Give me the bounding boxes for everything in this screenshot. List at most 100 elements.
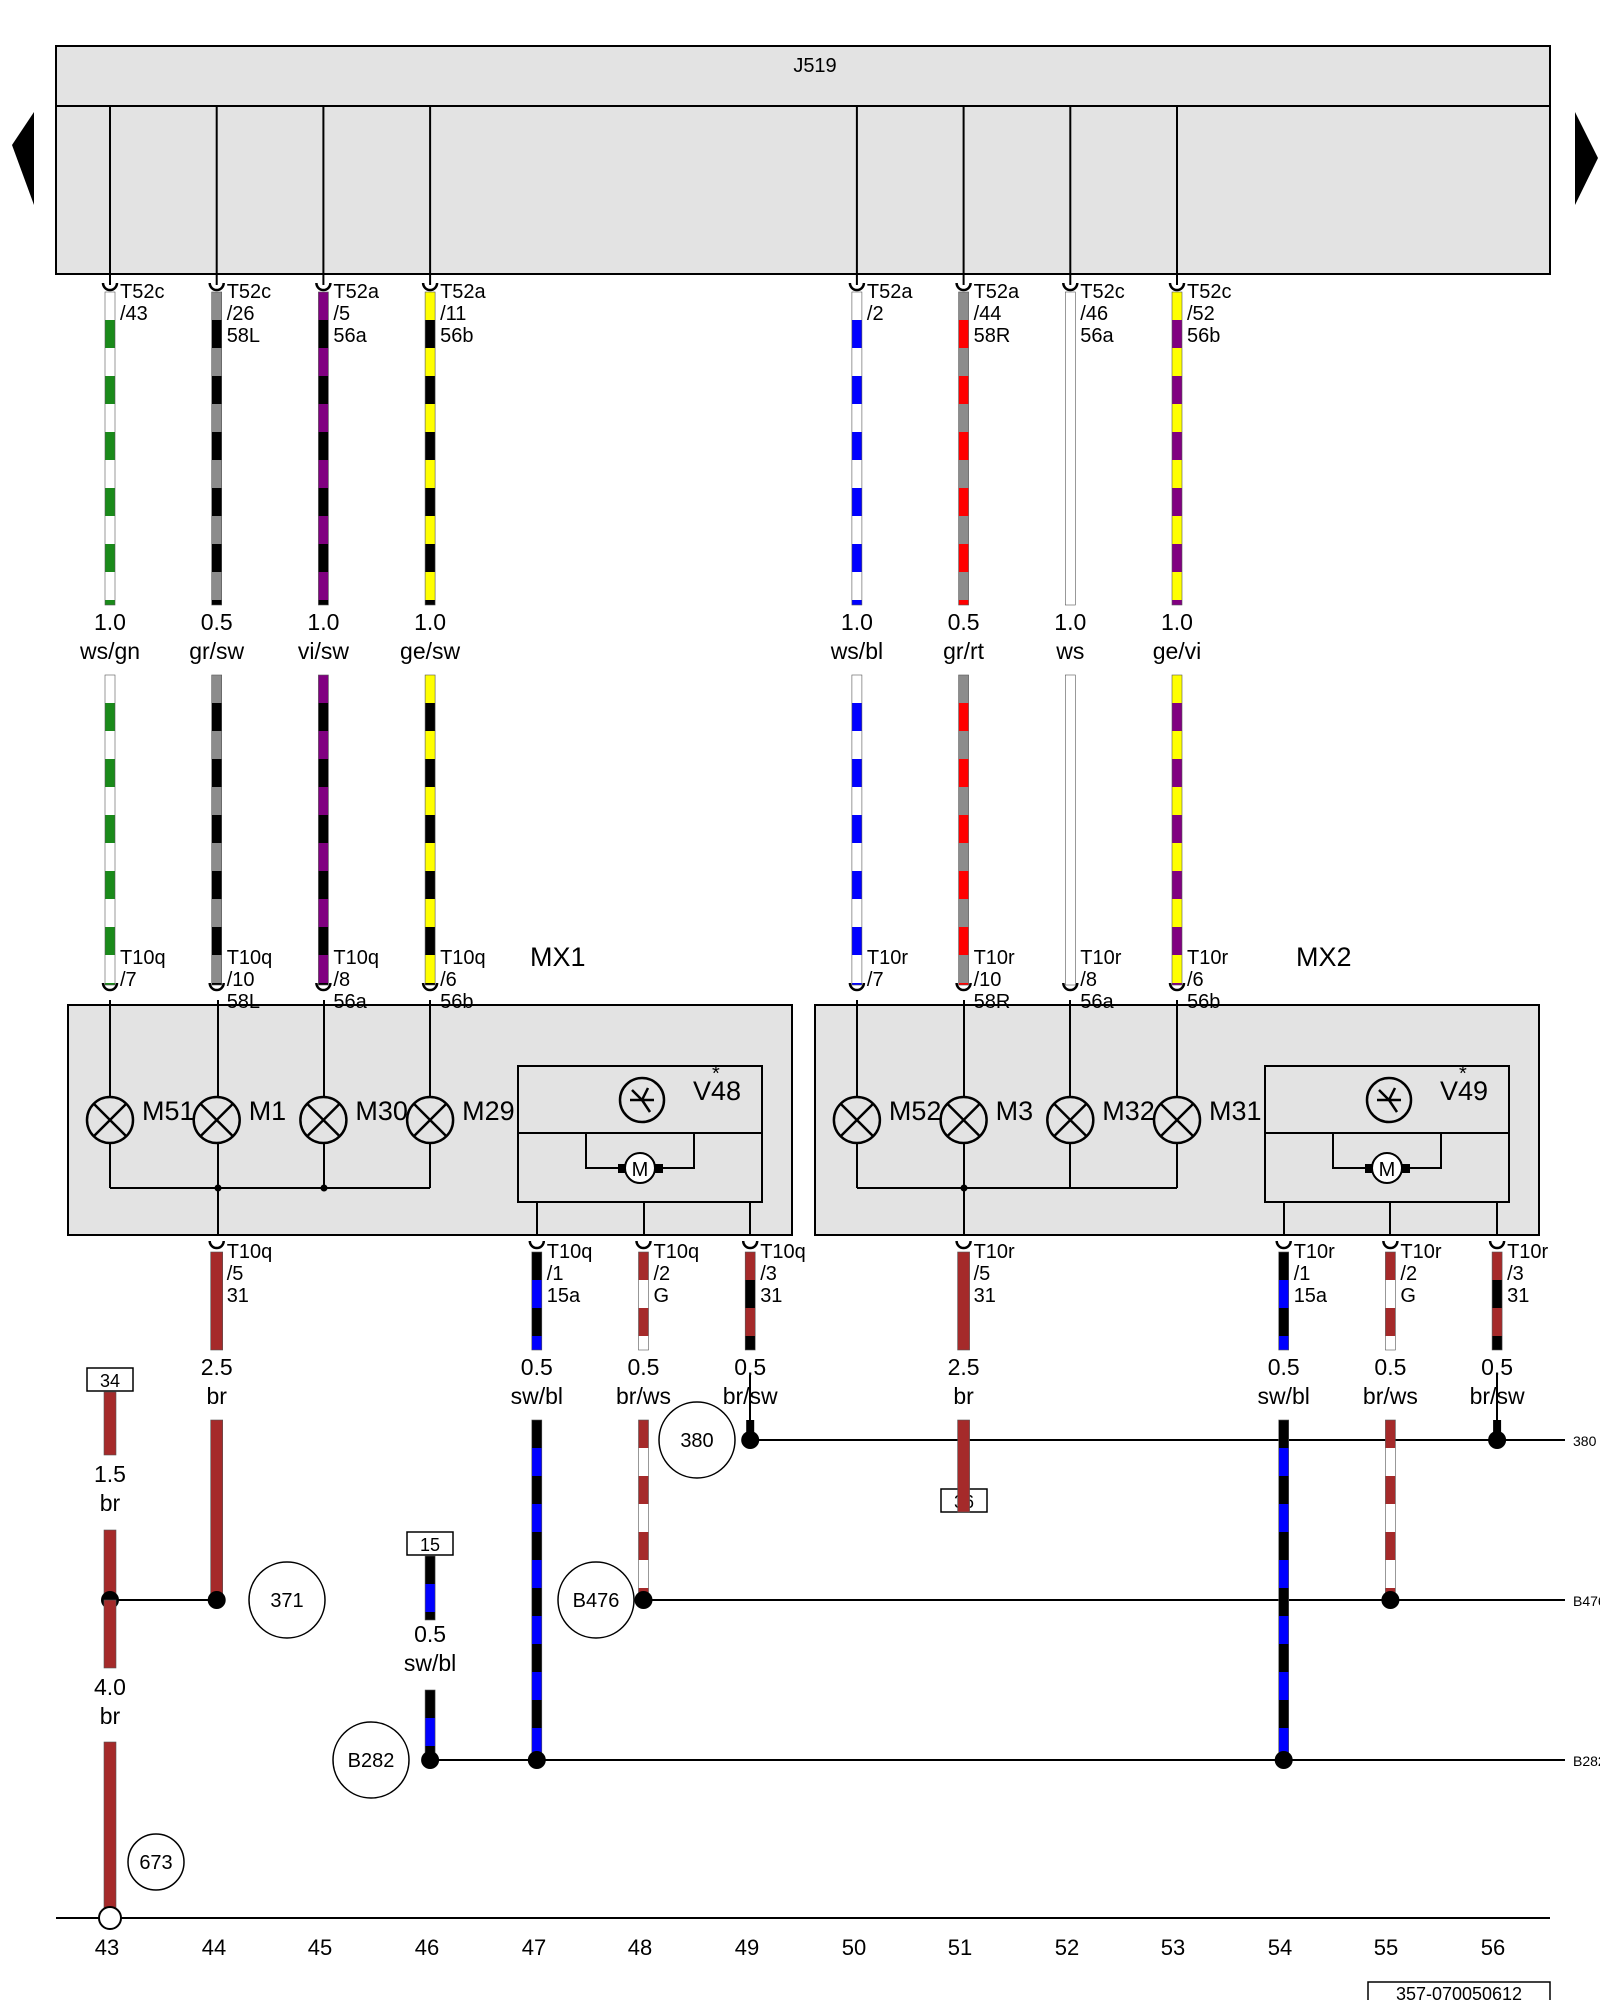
column-number: 47 — [522, 1935, 546, 1960]
wire-segment — [425, 787, 436, 815]
wire-segment — [318, 675, 329, 703]
pin-label: T10r — [974, 1241, 1015, 1263]
wire-segment — [958, 843, 969, 871]
wire-segment — [958, 927, 969, 955]
wire-segment — [1278, 1588, 1289, 1616]
wire-segment — [531, 1504, 542, 1532]
wire-segment — [211, 460, 222, 488]
wire-segment — [211, 843, 222, 871]
splice-dot — [207, 1591, 226, 1609]
wire-gauge: 1.5 — [94, 1461, 126, 1487]
wire-outline — [1065, 291, 1076, 606]
wire-segment — [1172, 815, 1182, 843]
wire-gauge: 2.5 — [201, 1354, 233, 1380]
ground-wire-segment — [425, 1556, 436, 1584]
prev-page-arrow-icon[interactable] — [12, 112, 34, 205]
wire-segment — [425, 927, 436, 955]
wire-outline — [1278, 1251, 1289, 1351]
wire-gauge: 0.5 — [628, 1354, 660, 1380]
wire-segment — [1278, 1280, 1289, 1308]
wire-segment — [425, 815, 436, 843]
wire-segment — [105, 787, 115, 815]
wire-segment — [1492, 1336, 1503, 1350]
connector-icon — [421, 982, 439, 992]
wire-segment — [318, 983, 329, 985]
wire-segment — [1278, 1644, 1289, 1672]
wire-gauge: 0.5 — [521, 1354, 553, 1380]
wire-segment — [318, 572, 329, 600]
next-page-arrow-icon[interactable] — [1575, 112, 1598, 205]
wire-segment — [1172, 376, 1182, 404]
pin-label: T10r — [1294, 1241, 1335, 1263]
wire-segment — [957, 1280, 970, 1308]
wire-segment — [105, 572, 115, 600]
connector-icon — [1168, 982, 1186, 992]
wire-segment — [425, 983, 436, 985]
wire-segment — [851, 983, 862, 985]
wire-segment — [105, 759, 115, 787]
wire-segment — [1065, 815, 1076, 843]
control-unit-label: J519 — [793, 55, 836, 77]
wire-segment — [745, 1336, 756, 1350]
wire-segment — [1385, 1448, 1396, 1476]
connector-icon — [955, 982, 972, 992]
column-number: 48 — [628, 1935, 652, 1960]
ground-wire-segment — [104, 1826, 116, 1854]
pin-label: T10q — [654, 1241, 700, 1263]
ground-wire-segment — [104, 1600, 116, 1628]
wire-segment — [1172, 572, 1182, 600]
wire-segment — [958, 787, 969, 815]
wire-segment — [105, 348, 115, 376]
wire-segment — [531, 1560, 542, 1588]
fan-icon — [1365, 1076, 1413, 1124]
wire-segment — [1065, 675, 1076, 703]
wire-segment — [1172, 955, 1182, 983]
pin-label: G — [654, 1285, 670, 1307]
wire-outline — [424, 674, 436, 986]
wire-segment — [1172, 600, 1182, 605]
wire-segment — [638, 1504, 649, 1532]
pin-label: T10q — [227, 947, 273, 969]
wire-segment — [1172, 675, 1182, 703]
pin-label: /3 — [1507, 1263, 1524, 1285]
connector-icon — [848, 982, 866, 992]
connector-icon — [1062, 282, 1079, 292]
wire-segment — [1278, 1336, 1289, 1350]
wire-color-code: gr/rt — [943, 638, 985, 664]
ref-box-34 — [86, 1367, 134, 1392]
pin-label: T52c — [1080, 281, 1124, 303]
wire-segment — [211, 544, 222, 572]
ground-wire-segment — [104, 1656, 116, 1668]
ground-wire-segment — [104, 1392, 116, 1420]
wire-segment — [851, 376, 862, 404]
ground-wire-segment — [104, 1854, 116, 1882]
wire-segment — [1278, 1700, 1289, 1728]
wire-color-code: ge/vi — [1153, 638, 1202, 664]
wire-gauge: 0.5 — [414, 1621, 446, 1647]
wire-segment — [425, 572, 436, 600]
motor-symbol: M — [632, 1159, 649, 1181]
wire-gauge: 0.5 — [1481, 1354, 1513, 1380]
column-number: 55 — [1374, 1935, 1398, 1960]
wire-segment — [211, 927, 222, 955]
wire-segment — [1172, 432, 1182, 460]
connector-icon — [1062, 982, 1079, 992]
wire-segment — [638, 1252, 649, 1280]
wire-segment — [1172, 759, 1182, 787]
wire-segment — [1065, 843, 1076, 871]
column-number: 54 — [1268, 1935, 1292, 1960]
wire-outline — [210, 1251, 223, 1351]
wire-segment — [425, 843, 436, 871]
wire-segment — [1172, 544, 1182, 572]
connector-icon — [101, 282, 119, 292]
connector-icon — [848, 282, 866, 292]
wire-color-code: br/sw — [723, 1383, 778, 1409]
wire-segment — [105, 600, 115, 605]
wire-segment — [105, 843, 115, 871]
wire-segment — [957, 1448, 970, 1476]
wire-segment — [1065, 432, 1076, 460]
wire-outline — [211, 674, 222, 986]
wire-segment — [1065, 348, 1076, 376]
wire-segment — [105, 544, 115, 572]
pin-label: T52c — [1187, 281, 1231, 303]
